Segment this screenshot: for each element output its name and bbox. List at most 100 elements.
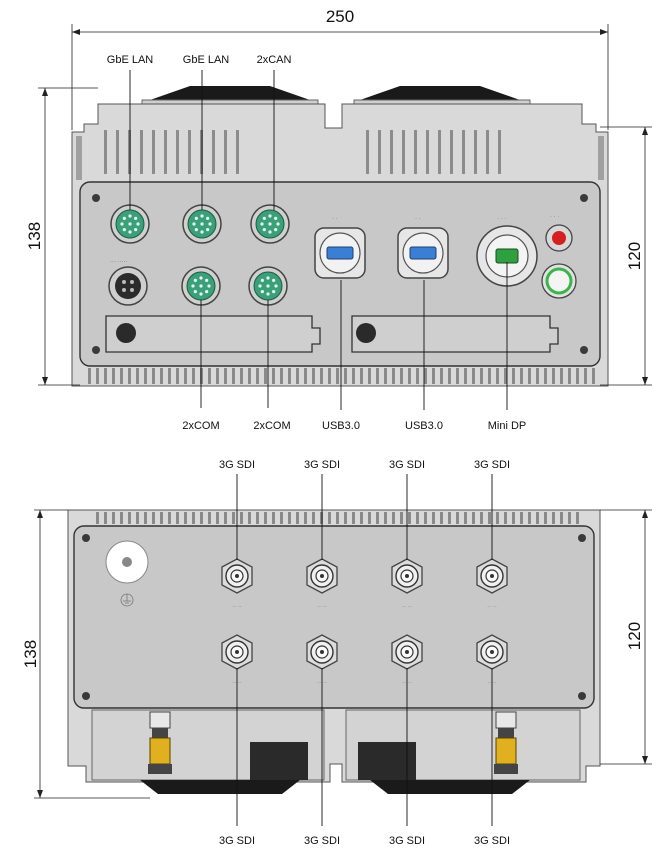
vent-slot [128,130,131,174]
vent-slot [76,136,82,180]
power-button-icon [541,263,577,299]
sma-connector-left [148,711,172,774]
m12-connectors [110,204,290,306]
vent-slot [474,130,477,174]
top-side-slots [76,130,604,180]
label-usb3-1: USB3.0 [322,420,360,432]
m12-connector-icon [181,266,221,306]
cooling-fin [192,368,195,384]
label-2xcan: 2xCAN [257,54,292,66]
top-view: ··· ····· · · · · · · · · · · GbE LAN Gb… [25,7,652,432]
label-3g-sdi-bottom-4: 3G SDI [474,835,510,847]
sma-connector-right [494,711,518,774]
svg-text:138: 138 [25,222,44,250]
bottom-heatsink-right [345,709,581,794]
engraving: ··· ····· [110,259,128,265]
vent-slot [426,130,429,174]
cooling-fin [200,512,203,524]
cooling-fin [208,512,211,524]
cooling-fin [336,512,339,524]
vent-plug-icon [105,540,149,584]
svg-text:120: 120 [625,242,644,270]
cooling-fin [560,512,563,524]
dimension-panel-bottom: 120 [600,509,652,765]
cooling-fin [96,512,99,524]
cooling-fin [568,368,571,384]
cooling-fin [392,368,395,384]
bottom-leaders [236,474,493,826]
bnc-connector-icon: ·· ·· [391,558,423,610]
cooling-fin [584,368,587,384]
cooling-fin [312,512,315,524]
cooling-fin [528,512,531,524]
vent-slot [366,130,369,174]
cooling-fin [560,368,563,384]
cooling-fin [504,368,507,384]
cooling-fin [160,512,163,524]
cooling-fin [432,368,435,384]
cooling-fin [264,368,267,384]
cooling-fin [152,512,155,524]
cooling-fin [480,512,483,524]
bnc-connectors: ·· ···· ···· ···· ···· ···· ···· ···· ·· [221,558,508,686]
cooling-fin [120,368,123,384]
cooling-fin [480,368,483,384]
cooling-fin [424,368,427,384]
cooling-fin [384,512,387,524]
cooling-fin [416,512,419,524]
cooling-fin [520,368,523,384]
panel-screw [578,692,586,700]
cooling-fin [400,512,403,524]
mini-dp-port [476,225,538,287]
label-3g-sdi-bottom-1: 3G SDI [219,835,255,847]
panel-screw [82,692,90,700]
cooling-fin [360,368,363,384]
ssd-tray-left [105,315,321,353]
cooling-fin [224,368,227,384]
cooling-fin [464,368,467,384]
cooling-fin [288,512,291,524]
label-2xcom-1: 2xCOM [182,420,219,432]
panel-screw [580,194,588,202]
usb3-port-2 [397,227,449,279]
cooling-fin [552,512,555,524]
label-3g-sdi-top-2: 3G SDI [304,459,340,471]
label-3g-sdi-top-3: 3G SDI [389,459,425,471]
m12-connector-icon [110,204,150,244]
cooling-fin [408,368,411,384]
cooling-fin [368,368,371,384]
cooling-fin [496,368,499,384]
label-3g-sdi-top-4: 3G SDI [474,459,510,471]
panel-screw [580,346,588,354]
top-leaders [129,70,508,410]
cooling-fin [344,512,347,524]
label-2xcom-2: 2xCOM [253,420,290,432]
cooling-fin [376,368,379,384]
cooling-fin [472,512,475,524]
cooling-fin [96,368,99,384]
cooling-fin [176,512,179,524]
dimension-width: 250 [71,7,609,130]
cooling-fin [152,368,155,384]
vent-slot [378,130,381,174]
cooling-fin [160,368,163,384]
svg-text:120: 120 [625,622,644,650]
bnc-connector-icon: ·· ·· [221,558,253,610]
cooling-fin [328,512,331,524]
cooling-fin [504,512,507,524]
m12-connector-icon [250,204,290,244]
cooling-fin [496,512,499,524]
svg-text:138: 138 [21,640,40,668]
vent-slot [462,130,465,174]
cooling-fin [168,512,171,524]
bnc-connector-icon: ·· ·· [476,558,508,610]
ground-symbol-icon [120,593,134,607]
cooling-fin [240,368,243,384]
cooling-fin [256,512,259,524]
cooling-fin [512,368,515,384]
cooling-fin [576,368,579,384]
vent-slot [152,130,155,174]
cooling-fin [544,368,547,384]
cooling-fin [304,512,307,524]
cooling-fin [352,512,355,524]
